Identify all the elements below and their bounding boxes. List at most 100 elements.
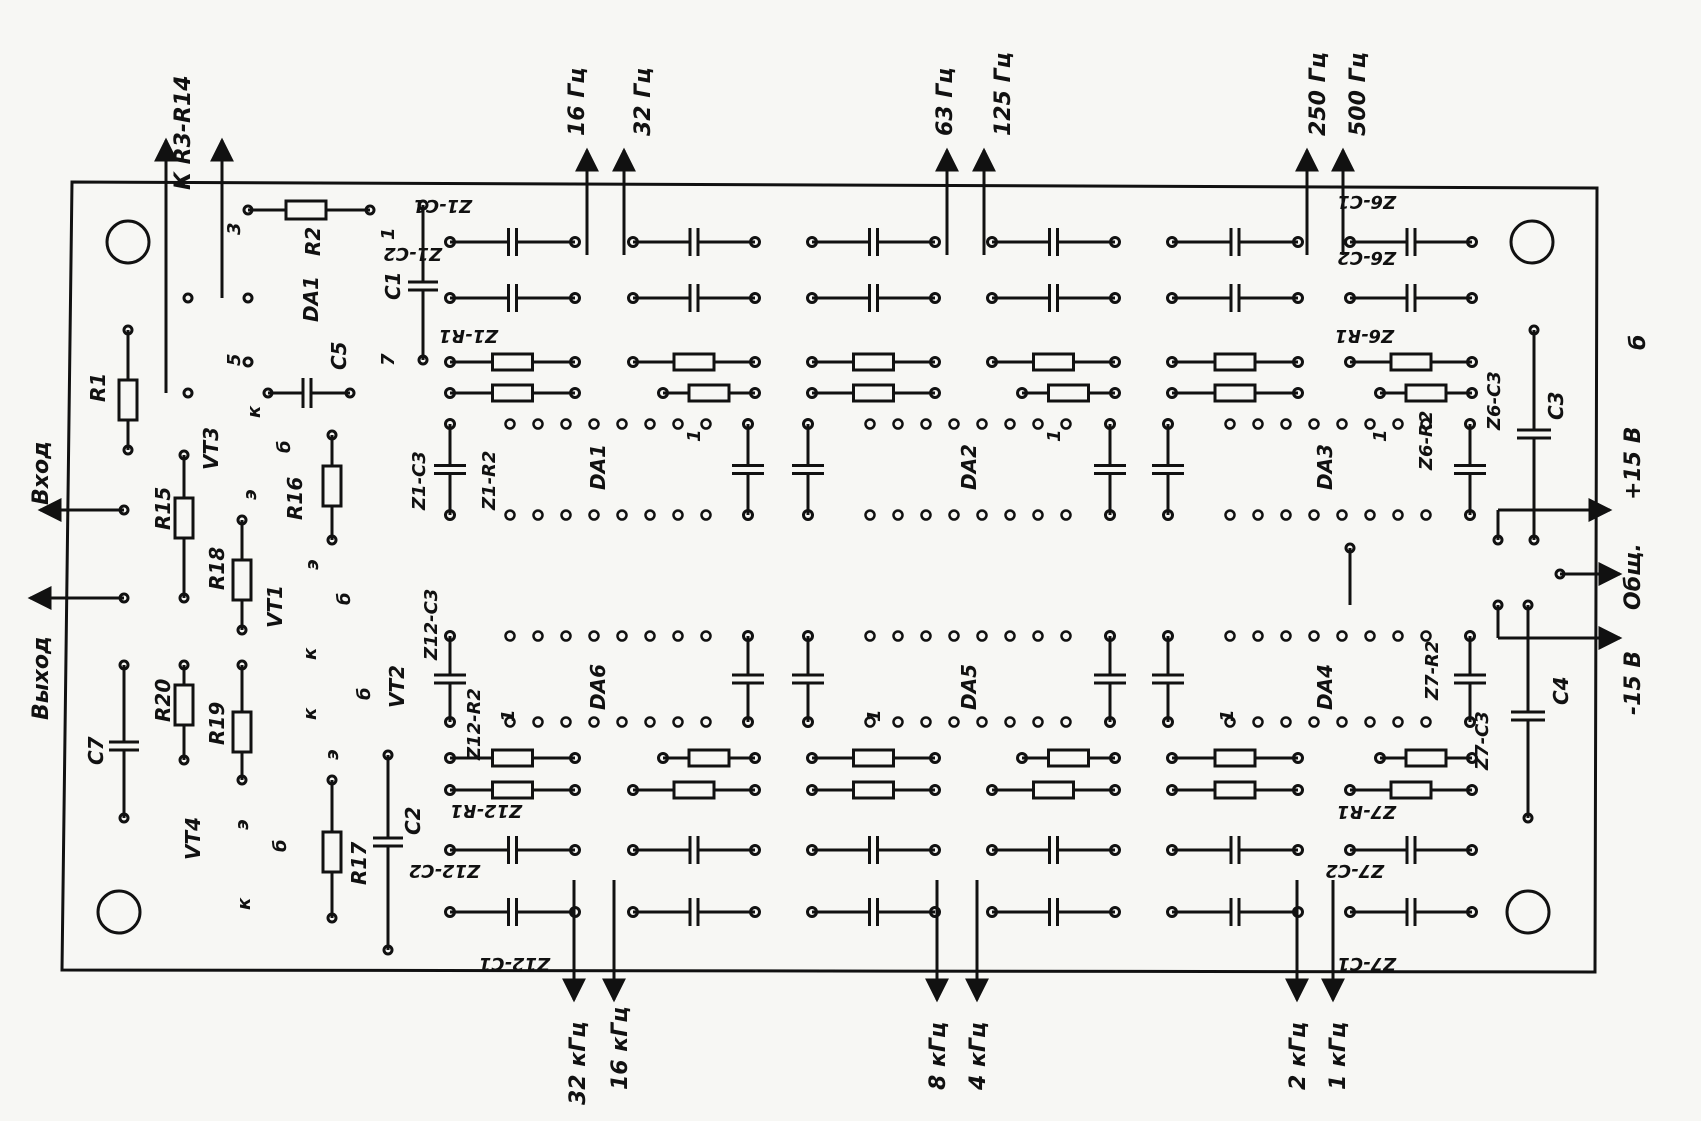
label-da5: DA5 — [957, 664, 981, 710]
ic-pin — [560, 716, 572, 728]
ic-pin — [532, 716, 544, 728]
ic-pin — [1364, 630, 1376, 642]
label-z1-r2: Z1-R2 — [479, 451, 500, 511]
mounting-hole — [1505, 889, 1551, 935]
label-z12-r1: Z12-R1 — [450, 800, 523, 821]
ic-pin — [672, 509, 684, 521]
label-da6: DA6 — [586, 664, 610, 710]
label-1khz: 1 кГц — [1326, 1022, 1351, 1090]
pad — [929, 784, 941, 796]
pin-b-vt3: б — [274, 440, 295, 453]
label-250hz: 250 Гц — [1306, 52, 1331, 136]
mounting-hole — [1509, 219, 1555, 265]
ic-pin — [1420, 418, 1432, 430]
ic-pin — [560, 630, 572, 642]
label-2khz: 2 кГц — [1286, 1022, 1311, 1090]
ic-pin — [948, 418, 960, 430]
pin-e-vt2: э — [322, 749, 343, 760]
pad — [742, 630, 754, 642]
pad — [1109, 236, 1121, 248]
label-input: Вход — [29, 441, 54, 505]
resistor-r20 — [173, 683, 195, 727]
pad — [1104, 716, 1116, 728]
resistor-body — [1389, 780, 1433, 800]
resistor-body — [672, 780, 716, 800]
label-r17: R17 — [347, 842, 371, 885]
pad — [1109, 844, 1121, 856]
pin-b-vt1: б — [334, 592, 355, 605]
resistor-body — [1389, 352, 1433, 372]
ic-pin — [976, 509, 988, 521]
pad — [1466, 387, 1478, 399]
ic-pin — [1032, 418, 1044, 430]
resistor-r17 — [321, 830, 343, 874]
label-63hz: 63 Гц — [933, 67, 958, 136]
ic-pin — [1308, 716, 1320, 728]
pad — [1292, 292, 1304, 304]
pad — [1104, 418, 1116, 430]
pad — [1466, 752, 1478, 764]
ic-pin — [948, 630, 960, 642]
ic-pin — [920, 418, 932, 430]
pad — [986, 844, 998, 856]
ic-pin — [1004, 630, 1016, 642]
ic-pin — [1004, 716, 1016, 728]
pad — [1166, 387, 1178, 399]
resistor-body — [1213, 352, 1257, 372]
pin1-da2: 1 — [1044, 429, 1065, 442]
pad — [1162, 509, 1174, 521]
pad — [657, 752, 669, 764]
pad — [444, 630, 456, 642]
ic-pin — [1060, 418, 1072, 430]
pad — [1109, 356, 1121, 368]
label-r15: R15 — [151, 487, 175, 530]
pad — [1466, 292, 1478, 304]
pin3-da1: 3 — [224, 222, 245, 235]
pad — [986, 906, 998, 918]
ic-pin — [1364, 418, 1376, 430]
pad — [1466, 844, 1478, 856]
pin-k-vt3: к — [244, 405, 265, 418]
pad — [1344, 844, 1356, 856]
ic-pin — [644, 509, 656, 521]
ic-pin — [976, 630, 988, 642]
resistor-body — [852, 780, 895, 800]
resistor-body — [1404, 383, 1448, 403]
resistor-body — [1404, 748, 1448, 768]
pad — [1344, 784, 1356, 796]
ic-pin — [1308, 509, 1320, 521]
pad — [1166, 292, 1178, 304]
ic-pin — [532, 630, 544, 642]
label-z6-c3: Z6-C3 — [1484, 371, 1505, 431]
pad — [929, 292, 941, 304]
pin1-da3: 1 — [1370, 429, 1391, 442]
pad — [1466, 356, 1478, 368]
label-z6-c2: Z6-C2 — [1337, 247, 1397, 268]
pad — [444, 752, 456, 764]
pad — [806, 906, 818, 918]
filter-components — [444, 228, 1478, 926]
label-da3: DA3 — [1313, 444, 1337, 490]
pin1-da5: 1 — [864, 709, 885, 722]
board-outline — [60, 180, 1599, 974]
pad — [749, 356, 761, 368]
ic-pin — [1060, 716, 1072, 728]
ic-pin — [504, 509, 516, 521]
pad — [627, 236, 639, 248]
ic-pin — [1060, 509, 1072, 521]
ic-pin — [504, 716, 516, 728]
pad — [749, 906, 761, 918]
pad — [806, 844, 818, 856]
label-z12-c3: Z12-C3 — [421, 589, 442, 661]
ic-pin — [1364, 716, 1376, 728]
pad — [806, 356, 818, 368]
pad — [802, 418, 814, 430]
ic-pin — [892, 630, 904, 642]
pad — [742, 418, 754, 430]
ic-pin — [1392, 716, 1404, 728]
ic-pin — [892, 418, 904, 430]
label-b: б — [1626, 335, 1651, 350]
pad — [444, 387, 456, 399]
ic-pin — [672, 716, 684, 728]
